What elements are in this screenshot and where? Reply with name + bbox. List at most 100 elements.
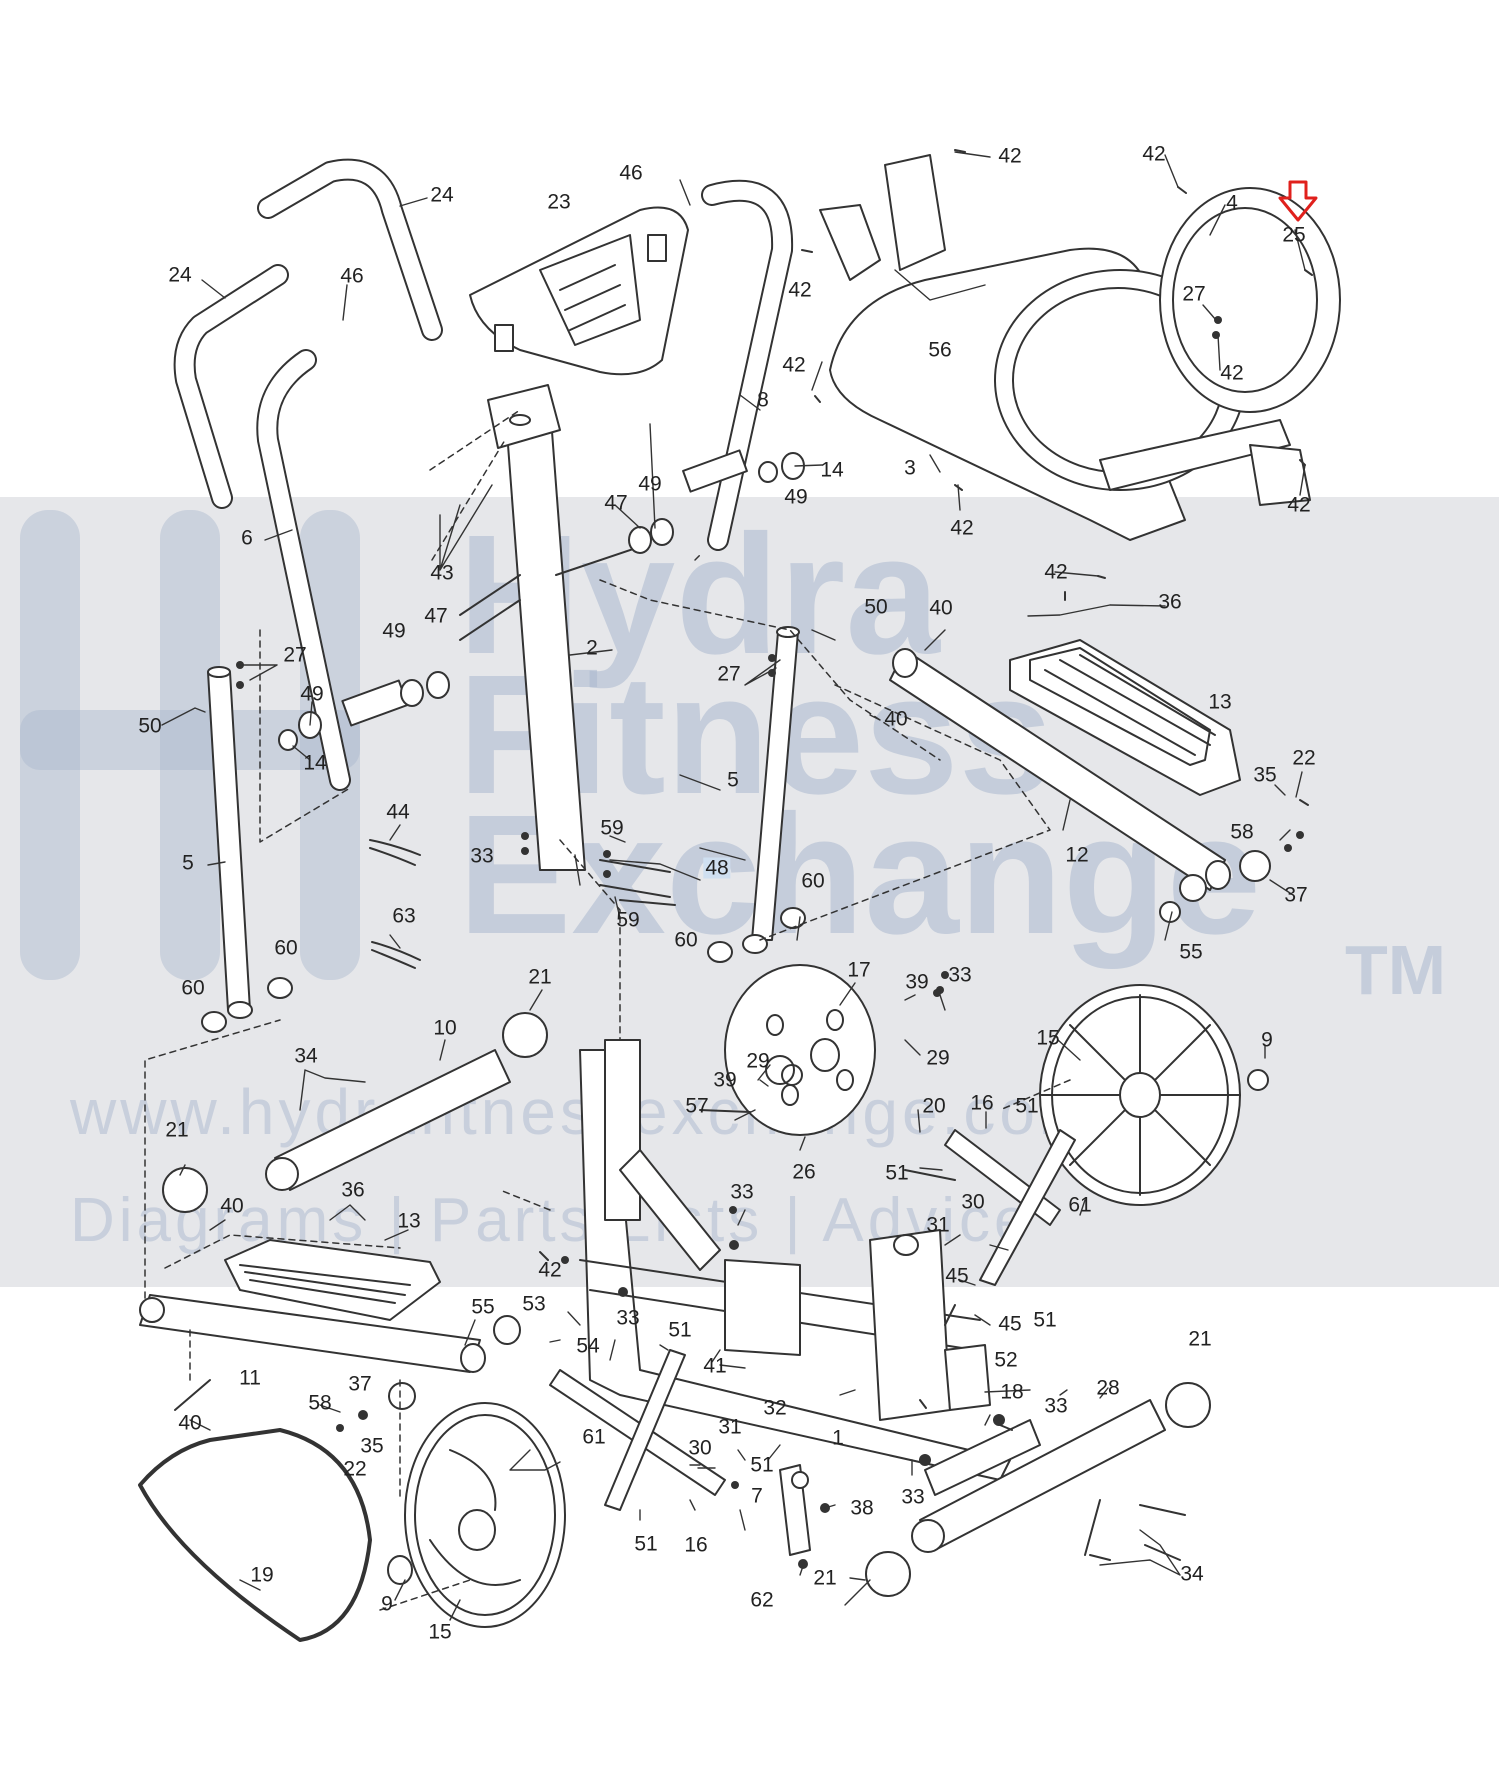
callout-44: 44 (386, 800, 410, 824)
callout-42: 42 (998, 144, 1022, 168)
callout-11: 11 (239, 1366, 261, 1390)
callout-57: 57 (685, 1094, 709, 1118)
pedal-right (1009, 639, 1241, 796)
flywheel (724, 964, 876, 1136)
callout-59: 59 (600, 816, 624, 840)
callout-42: 42 (1142, 142, 1166, 166)
callout-51: 51 (634, 1532, 658, 1556)
callout-51: 51 (1015, 1094, 1039, 1118)
callout-12: 12 (1065, 843, 1089, 867)
callout-30: 30 (961, 1190, 985, 1214)
callout-27: 27 (717, 662, 741, 686)
callout-50: 50 (138, 714, 162, 738)
callout-54: 54 (576, 1334, 600, 1358)
callout-51: 51 (668, 1318, 692, 1342)
callout-50: 50 (864, 595, 888, 619)
callout-14: 14 (303, 751, 327, 775)
front-stabilizer (274, 1049, 511, 1191)
watermark-trademark: TM (1345, 931, 1447, 1009)
callout-60: 60 (801, 869, 825, 893)
callout-25: 25 (1282, 223, 1306, 247)
callout-34: 34 (294, 1044, 318, 1068)
callout-46: 46 (619, 161, 643, 185)
callout-1: 1 (832, 1426, 844, 1450)
callout-31: 31 (718, 1415, 742, 1439)
callout-6: 6 (241, 526, 253, 550)
callout-19: 19 (250, 1563, 274, 1587)
callout-40: 40 (178, 1411, 202, 1435)
callout-46: 46 (340, 264, 364, 288)
callout-56: 56 (928, 338, 952, 362)
callout-51: 51 (885, 1161, 909, 1185)
callout-43: 43 (430, 561, 454, 585)
callout-16: 16 (684, 1533, 708, 1557)
callout-48: 48 (703, 856, 731, 880)
callout-40: 40 (220, 1194, 244, 1218)
callout-61: 61 (1068, 1193, 1092, 1217)
callout-47: 47 (424, 604, 448, 628)
callout-33: 33 (1044, 1394, 1068, 1418)
right-leg (751, 631, 799, 941)
drive-belt (138, 1428, 372, 1642)
callout-33: 33 (730, 1180, 754, 1204)
callout-29: 29 (746, 1049, 770, 1073)
callout-29: 29 (926, 1046, 950, 1070)
pedal-arm-left (139, 1294, 481, 1373)
callout-49: 49 (382, 619, 406, 643)
callout-13: 13 (397, 1209, 421, 1233)
callout-17: 17 (847, 958, 871, 982)
callout-53: 53 (522, 1292, 546, 1316)
callout-39: 39 (713, 1068, 737, 1092)
callout-37: 37 (348, 1372, 372, 1396)
callout-40: 40 (884, 707, 908, 731)
callout-60: 60 (181, 976, 205, 1000)
console (469, 206, 689, 376)
callout-21: 21 (813, 1566, 837, 1590)
callout-27: 27 (1182, 282, 1206, 306)
callout-39: 39 (905, 970, 929, 994)
callout-42: 42 (538, 1258, 562, 1282)
callout-38: 38 (850, 1496, 874, 1520)
callout-42: 42 (1044, 560, 1068, 584)
callout-45: 45 (998, 1312, 1022, 1336)
callout-31: 31 (926, 1213, 950, 1237)
callout-42: 42 (1220, 361, 1244, 385)
callout-21: 21 (1188, 1327, 1212, 1351)
callout-34: 34 (1180, 1562, 1204, 1586)
callout-37: 37 (1284, 883, 1308, 907)
callout-55: 55 (471, 1295, 495, 1319)
callout-20: 20 (922, 1094, 946, 1118)
callout-33: 33 (901, 1485, 925, 1509)
callout-52: 52 (994, 1348, 1018, 1372)
callout-3: 3 (904, 456, 916, 480)
callout-58: 58 (1230, 820, 1254, 844)
callout-55: 55 (1179, 940, 1203, 964)
arrow-down-icon (1278, 180, 1318, 222)
callout-21: 21 (528, 965, 552, 989)
callout-28: 28 (1096, 1376, 1120, 1400)
callout-5: 5 (727, 768, 739, 792)
callout-61: 61 (582, 1425, 606, 1449)
callout-7: 7 (751, 1484, 763, 1508)
callout-47: 47 (604, 491, 628, 515)
callout-60: 60 (674, 928, 698, 952)
callout-14: 14 (820, 458, 844, 482)
callout-15: 15 (1036, 1026, 1060, 1050)
left-leg (207, 671, 251, 1011)
pedal-left (224, 1239, 441, 1321)
callout-18: 18 (1000, 1380, 1024, 1404)
callout-32: 32 (763, 1396, 787, 1420)
callout-9: 9 (381, 1592, 393, 1616)
watermark-band (0, 497, 1499, 1287)
callout-42: 42 (1287, 493, 1311, 517)
callout-42: 42 (788, 278, 812, 302)
callout-42: 42 (950, 516, 974, 540)
callout-24: 24 (168, 263, 192, 287)
callout-36: 36 (341, 1178, 365, 1202)
callout-2: 2 (586, 636, 598, 660)
highlight-arrow (1278, 180, 1318, 222)
callout-42: 42 (782, 353, 806, 377)
callout-24: 24 (430, 183, 454, 207)
watermark-tagline: Diagrams | Parts Lists | Advice (70, 1186, 1033, 1255)
